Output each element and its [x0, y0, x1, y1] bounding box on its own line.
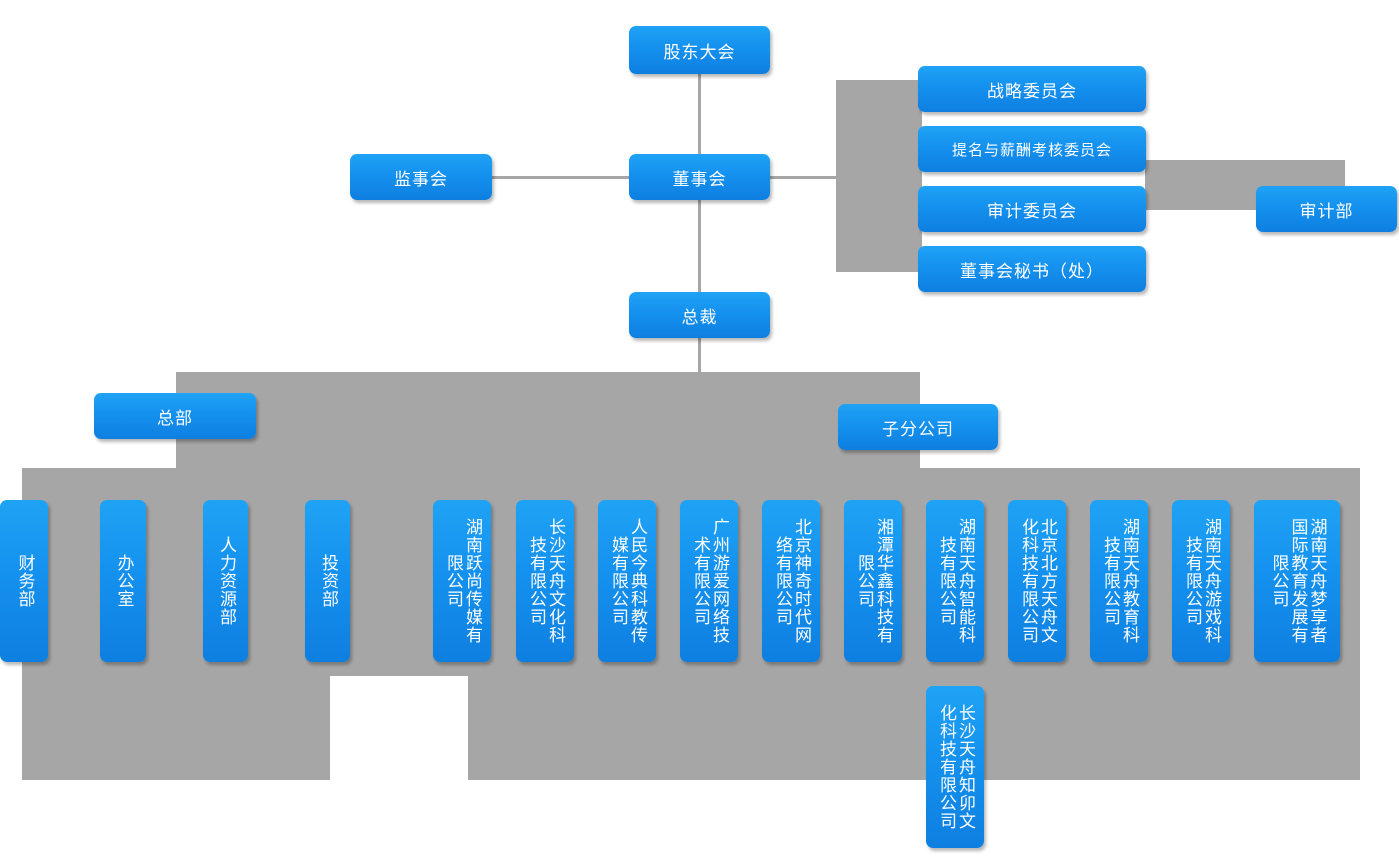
line-board-to-committees	[770, 176, 840, 179]
box-label: 北京北方天舟文化科技有限公司	[1018, 518, 1058, 644]
box-subsidiary-changsha-tianzhou-culture-tech[interactable]: 长沙天舟文化科技有限公司	[516, 500, 574, 662]
box-label: 长沙天舟文化科技有限公司	[526, 518, 566, 644]
box-hq-dept-office[interactable]: 办公室	[100, 500, 146, 662]
box-label: 财务部	[14, 554, 35, 608]
line-supervisory-to-board	[492, 176, 630, 179]
box-subsidiaries[interactable]: 子分公司	[838, 404, 998, 450]
box-hq-dept-human-resources[interactable]: 人力资源部	[203, 500, 248, 662]
box-subsidiary-guangzhou-youai-network-tech[interactable]: 广州游爱网络技术有限公司	[680, 500, 738, 662]
box-label: 人力资源部	[216, 536, 237, 626]
box-supervisory-board[interactable]: 监事会	[350, 154, 492, 200]
box-subsidiary-hunan-yueshang-media[interactable]: 湖南跃尚传媒有限公司	[433, 500, 491, 662]
box-label: 办公室	[113, 554, 134, 608]
box-committee-audit[interactable]: 审计委员会	[918, 186, 1146, 232]
line-shareholders-to-board	[698, 74, 701, 156]
headquarters-backdrop-upper	[176, 372, 920, 472]
box-hq-dept-investment[interactable]: 投资部	[305, 500, 350, 662]
box-shareholders-meeting[interactable]: 股东大会	[629, 26, 770, 74]
box-label: 湘潭华鑫科技有限公司	[854, 518, 894, 644]
box-board-of-directors[interactable]: 董事会	[629, 154, 770, 200]
box-subsidiary-hunan-tianzhou-game-tech[interactable]: 湖南天舟游戏科技有限公司	[1172, 500, 1230, 662]
committee-backdrop-panel	[836, 80, 922, 272]
box-president[interactable]: 总裁	[629, 292, 770, 338]
box-label: 长沙天舟知卯文化科技有限公司	[936, 704, 976, 830]
box-label: 北京神奇时代网络有限公司	[772, 518, 812, 644]
box-committee-strategy[interactable]: 战略委员会	[918, 66, 1146, 112]
box-subsidiary-beijing-shenqi-shidai-network[interactable]: 北京神奇时代网络有限公司	[762, 500, 820, 662]
box-headquarters[interactable]: 总部	[94, 393, 256, 439]
box-subsidiary-xiangtan-huaxin-tech[interactable]: 湘潭华鑫科技有限公司	[844, 500, 902, 662]
box-subsidiary-hunan-tianzhou-education-tech[interactable]: 湖南天舟教育科技有限公司	[1090, 500, 1148, 662]
box-label: 湖南天舟游戏科技有限公司	[1182, 518, 1222, 644]
line-president-to-units	[698, 338, 701, 376]
box-label: 湖南跃尚传媒有限公司	[443, 518, 483, 644]
box-label: 人民今典科教传媒有限公司	[608, 518, 648, 644]
box-label: 广州游爱网络技术有限公司	[690, 518, 730, 644]
box-subsidiary-hunan-tianzhou-mengxiangzhe-international-education[interactable]: 湖南天舟梦享者国际教育发展有限公司	[1254, 500, 1340, 662]
box-subsidiary-renmin-jindian-education-media[interactable]: 人民今典科教传媒有限公司	[598, 500, 656, 662]
backdrop-notch	[330, 676, 468, 782]
box-subsidiary-beijing-beifang-tianzhou-culture-tech[interactable]: 北京北方天舟文化科技有限公司	[1008, 500, 1066, 662]
box-label: 投资部	[318, 554, 339, 608]
box-audit-department[interactable]: 审计部	[1256, 186, 1397, 232]
box-committee-nomination-compensation[interactable]: 提名与薪酬考核委员会	[918, 126, 1146, 172]
box-label: 湖南天舟智能科技有限公司	[936, 518, 976, 644]
box-hq-dept-finance[interactable]: 财务部	[0, 500, 48, 662]
line-board-to-president	[698, 198, 701, 292]
box-label: 湖南天舟梦享者国际教育发展有限公司	[1268, 518, 1327, 644]
box-subsidiary-hunan-tianzhou-intelligent-tech[interactable]: 湖南天舟智能科技有限公司	[926, 500, 984, 662]
box-board-secretary-office[interactable]: 董事会秘书（处）	[918, 246, 1146, 292]
box-label: 湖南天舟教育科技有限公司	[1100, 518, 1140, 644]
box-subsidiary-changsha-tianzhou-zhimao-culture-tech[interactable]: 长沙天舟知卯文化科技有限公司	[926, 686, 984, 848]
